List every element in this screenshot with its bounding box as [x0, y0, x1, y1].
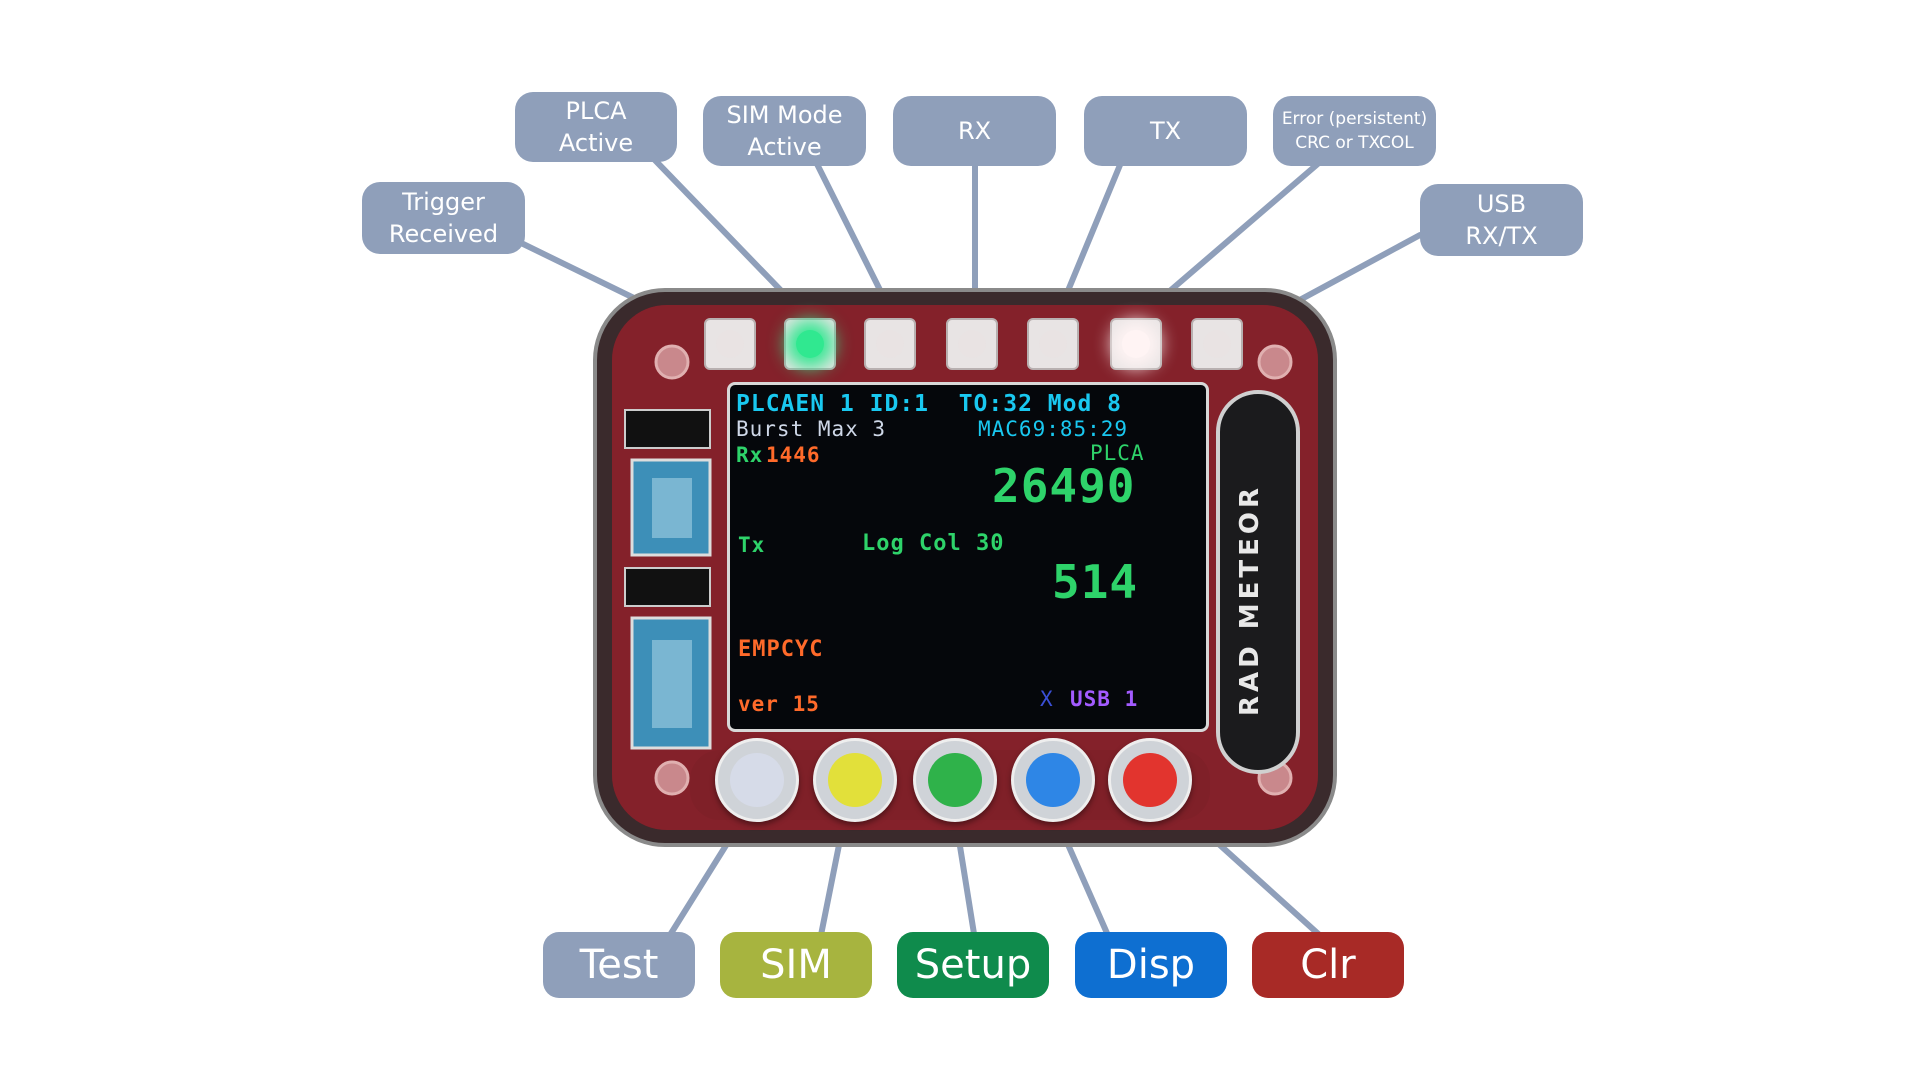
screen-tx-value: 514 — [1052, 555, 1139, 609]
lcd-screen: PLCAEN 1 ID:1 TO:32 Mod 8 Burst Max 3 MA… — [727, 382, 1209, 732]
screen-plca-value: 26490 — [992, 459, 1136, 513]
screen-ver: ver 15 — [738, 692, 820, 716]
screen-usb: USB 1 — [1070, 687, 1139, 711]
trigger-led — [704, 318, 756, 370]
screen-mac: MAC69:85:29 — [978, 417, 1129, 441]
tx-connector — [1057, 162, 1123, 313]
sim-connector — [812, 157, 893, 313]
screen-status-line: PLCAEN 1 ID:1 TO:32 Mod 8 — [736, 391, 1123, 417]
push-button-clr[interactable] — [1108, 738, 1192, 822]
screw-icon — [654, 344, 690, 380]
callout-usb-rx-tx: USB RX/TX — [1420, 184, 1583, 256]
label-disp: Disp — [1075, 932, 1227, 998]
callout-sim-mode-active: SIM Mode Active — [703, 96, 866, 166]
rx-led — [946, 318, 998, 370]
callout-error: Error (persistent) CRC or TXCOL — [1273, 96, 1436, 166]
push-button-setup[interactable] — [913, 738, 997, 822]
screen-empcyc: EMPCYC — [738, 637, 824, 662]
header-connector — [624, 409, 711, 449]
screen-plca-label: PLCA — [1090, 441, 1145, 465]
callout-tx: TX — [1084, 96, 1247, 166]
screen-x-mark: X — [1040, 687, 1054, 711]
screen-burst: Burst Max 3 — [736, 417, 887, 441]
label-test: Test — [543, 932, 695, 998]
brand-logo: RAD METEOR — [1235, 483, 1265, 717]
error-connector — [1147, 159, 1323, 311]
plca-led — [784, 318, 836, 370]
callout-trigger-received: Trigger Received — [362, 182, 525, 254]
label-sim: SIM — [720, 932, 872, 998]
tx-led — [1027, 318, 1079, 370]
screen-rx-label: Rx — [736, 443, 764, 467]
push-button-test[interactable] — [715, 738, 799, 822]
brand-plate — [1216, 390, 1300, 774]
error-led — [1110, 318, 1162, 370]
header-connector — [624, 567, 711, 607]
push-button-sim[interactable] — [813, 738, 897, 822]
plca-connector — [647, 152, 798, 308]
screen-rx-count: 1446 — [766, 443, 821, 467]
callout-rx: RX — [893, 96, 1056, 166]
screw-icon — [1257, 344, 1293, 380]
sim-led — [864, 318, 916, 370]
label-setup: Setup — [897, 932, 1049, 998]
screen-tx-label: Tx — [738, 533, 766, 557]
label-clr: Clr — [1252, 932, 1404, 998]
usb-led — [1191, 318, 1243, 370]
push-button-disp[interactable] — [1011, 738, 1095, 822]
screen-log-col: Log Col 30 — [862, 531, 1005, 556]
callout-plca-active: PLCA Active — [515, 92, 677, 162]
screw-icon — [654, 760, 690, 796]
